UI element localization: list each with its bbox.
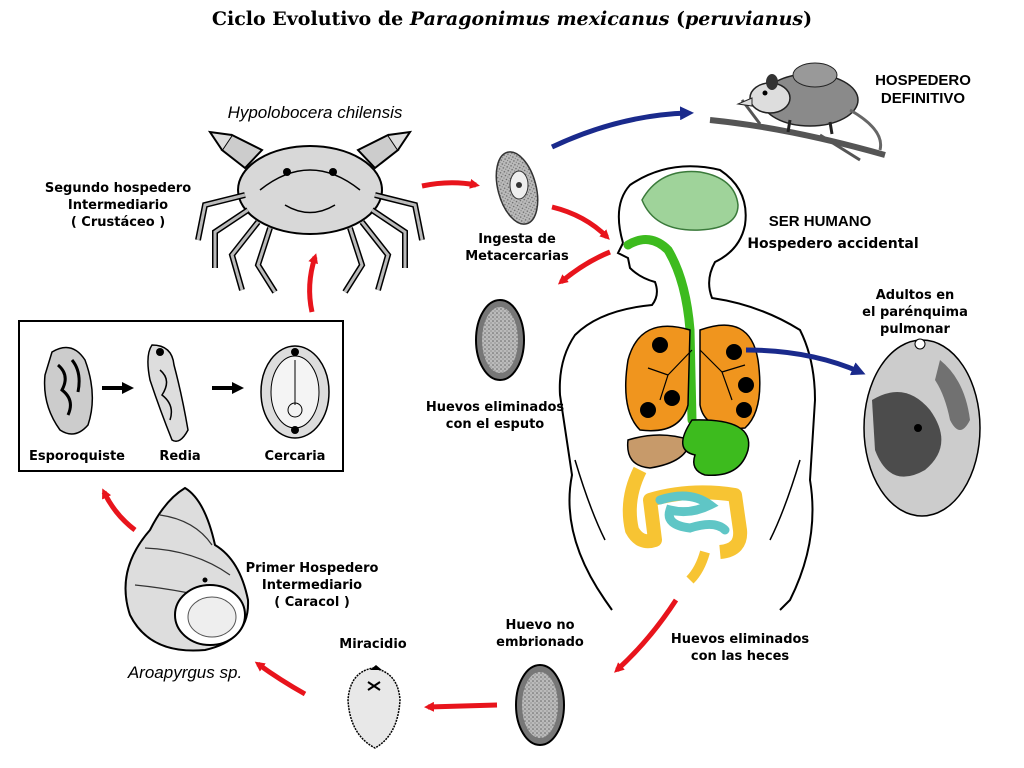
definitive-host-line: HOSPEDERO [875,72,971,89]
definitive-host-line: DEFINITIVO [880,90,966,107]
title-prefix: Ciclo Evolutivo de [211,8,410,30]
arrow-metacercaria-to-human [551,204,610,240]
adults-label-line: pulmonar [880,322,950,337]
metacercaria-label-line: Metacercarias [465,249,569,264]
sputum-eggs-line: con el esputo [445,417,545,432]
arrow-crab-to-metacercaria [421,178,480,189]
lung-worm [736,402,752,418]
lung-worm [726,344,742,360]
human-sublabel: Hospedero accidental [747,236,919,252]
human-label: SER HUMANO [768,213,872,230]
arrow-snail-to-stages [101,488,137,532]
crab-role-label: Segundo hospedero Intermediario ( Crustá… [18,180,218,231]
arrow-stages-to-crab [307,253,318,313]
arrow-egg-to-miracidium [424,701,498,712]
feces-eggs-line: con las heces [690,649,790,664]
lung-worm [640,402,656,418]
arrow-metacercaria-to-definitive-host [550,106,694,150]
title-species: Paragonimus mexicanus [409,8,670,30]
intramolluscan-stages-box [18,320,344,472]
egg-label-line: Huevo no [505,618,575,633]
snail-role-line: ( Caracol ) [274,595,350,610]
sputum-eggs-label: Huevos eliminados con el esputo [405,399,585,433]
egg-label-line: embrionado [496,635,584,650]
crab-role-line: Intermediario [67,198,169,213]
crab-species-label: Hypolobocera chilensis [227,103,403,122]
egg-label: Huevo no embrionado [475,617,605,651]
lung-worm [664,390,680,406]
miracidium-label: Miracidio [339,637,407,652]
title-synonym: peruvianus [685,8,804,30]
metacercaria-label-line: Ingesta de [478,232,556,247]
title-paren-open: ( [669,8,686,30]
snail-role-line: Primer Hospedero [245,561,379,576]
redia-label: Redia [159,449,201,464]
lung-worm [652,337,668,353]
definitive-host-label: HOSPEDERO DEFINITIVO [848,72,998,108]
lung-worm [738,377,754,393]
arrow-lung-to-adult [745,347,866,376]
crab-illustration [195,130,425,294]
snail-role-line: Intermediario [261,578,363,593]
feces-eggs-label: Huevos eliminados con las heces [650,631,830,665]
sputum-eggs-line: Huevos eliminados [425,400,565,415]
arrow-human-to-egg [614,598,679,673]
human-body-illustration [558,165,817,611]
adults-label: Adultos en el parénquima pulmonar [840,287,990,338]
sporocyst-label: Esporoquiste [29,449,125,464]
adults-label-line: el parénquima [862,305,968,320]
arrow-miracidium-to-snail [254,661,307,697]
cercaria-label: Cercaria [264,449,326,464]
opossum-illustration [709,62,886,162]
redia-illustration [147,344,189,442]
crab-role-line: ( Crustáceo ) [70,215,166,230]
metacercaria-illustration [495,151,539,225]
snail-role-label: Primer Hospedero Intermediario ( Caracol… [222,560,402,611]
cercaria-illustration [260,345,330,439]
adults-label-line: Adultos en [875,288,955,303]
snail-species-label: Aroapyrgus sp. [127,663,243,682]
feces-eggs-line: Huevos eliminados [670,632,810,647]
sporocyst-illustration [43,346,94,435]
crab-role-line: Segundo hospedero [44,181,192,196]
diagram-title: Ciclo Evolutivo de Paragonimus mexicanus… [0,8,1024,30]
title-paren-close: ) [803,8,813,30]
metacercaria-label: Ingesta de Metacercarias [442,231,592,265]
arrow-mouth-to-sputum [557,249,611,285]
